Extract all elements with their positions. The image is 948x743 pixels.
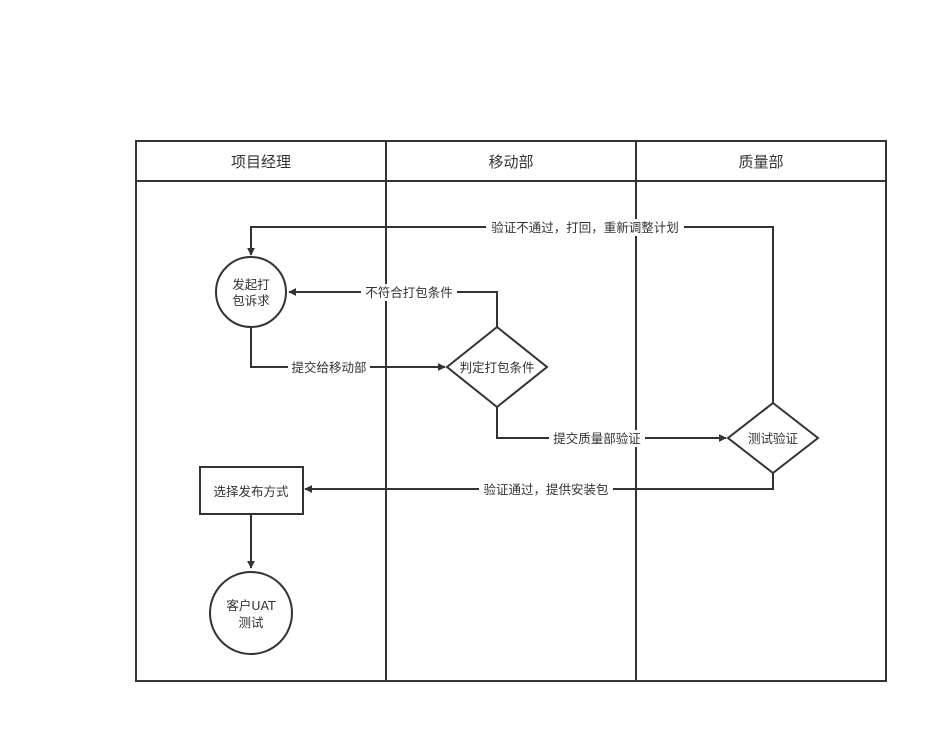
edge-label-bg [288,359,370,376]
edge-line [304,473,774,493]
edge-label: 提交给移动部 [291,360,366,375]
edge-label: 验证不通过，打回，重新调整计划 [491,220,679,235]
test-diamond [726,401,820,475]
edge-pass: 验证通过，提供安装包 [304,473,774,498]
edge-label-bg [486,219,684,236]
node-release: 选择发布方式 [199,466,304,515]
edge-label-bg [549,430,645,447]
edge-label: 提交质量部验证 [553,431,641,446]
edge-line [496,407,727,442]
edge-label-bg [361,284,457,301]
edge-submit-qa: 提交质量部验证 [496,407,727,447]
lane-title-qa: 质量部 [738,153,783,171]
node-text-line-1: 客户UAT [226,598,276,613]
edge-label: 验证通过，提供安装包 [483,482,608,497]
node-uat: 客户UAT 测试 [209,571,293,655]
edge-reject-test: 验证不通过，打回，重新调整计划 [247,219,774,403]
edge-line [250,327,446,371]
node-start: 发起打 包诉求 [215,256,287,328]
edge-submit-mobile: 提交给移动部 [250,327,446,376]
node-text-line-1: 判定打包条件 [459,360,534,375]
node-text-line-2: 包诉求 [232,293,270,308]
edge-line [288,288,498,327]
release-rect [199,466,304,515]
node-text-line-2: 测试 [238,615,264,630]
start-ellipse [215,256,287,328]
pool-border [135,140,887,682]
swimlane-frame [135,140,887,682]
edge-label: 不符合打包条件 [365,285,453,300]
uat-ellipse [209,571,293,655]
lane-title-pm: 项目经理 [231,153,291,171]
edge-label-bg [479,481,613,498]
lane-title-mobile: 移动部 [488,153,533,171]
node-text-line-1: 测试验证 [748,431,799,446]
node-judge: 判定打包条件 [445,325,549,409]
edge-reject-judge: 不符合打包条件 [288,284,498,327]
judge-diamond [445,325,549,409]
node-text-line-1: 发起打 [232,277,270,292]
node-text-line-1: 选择发布方式 [213,484,289,499]
node-test: 测试验证 [726,401,820,475]
